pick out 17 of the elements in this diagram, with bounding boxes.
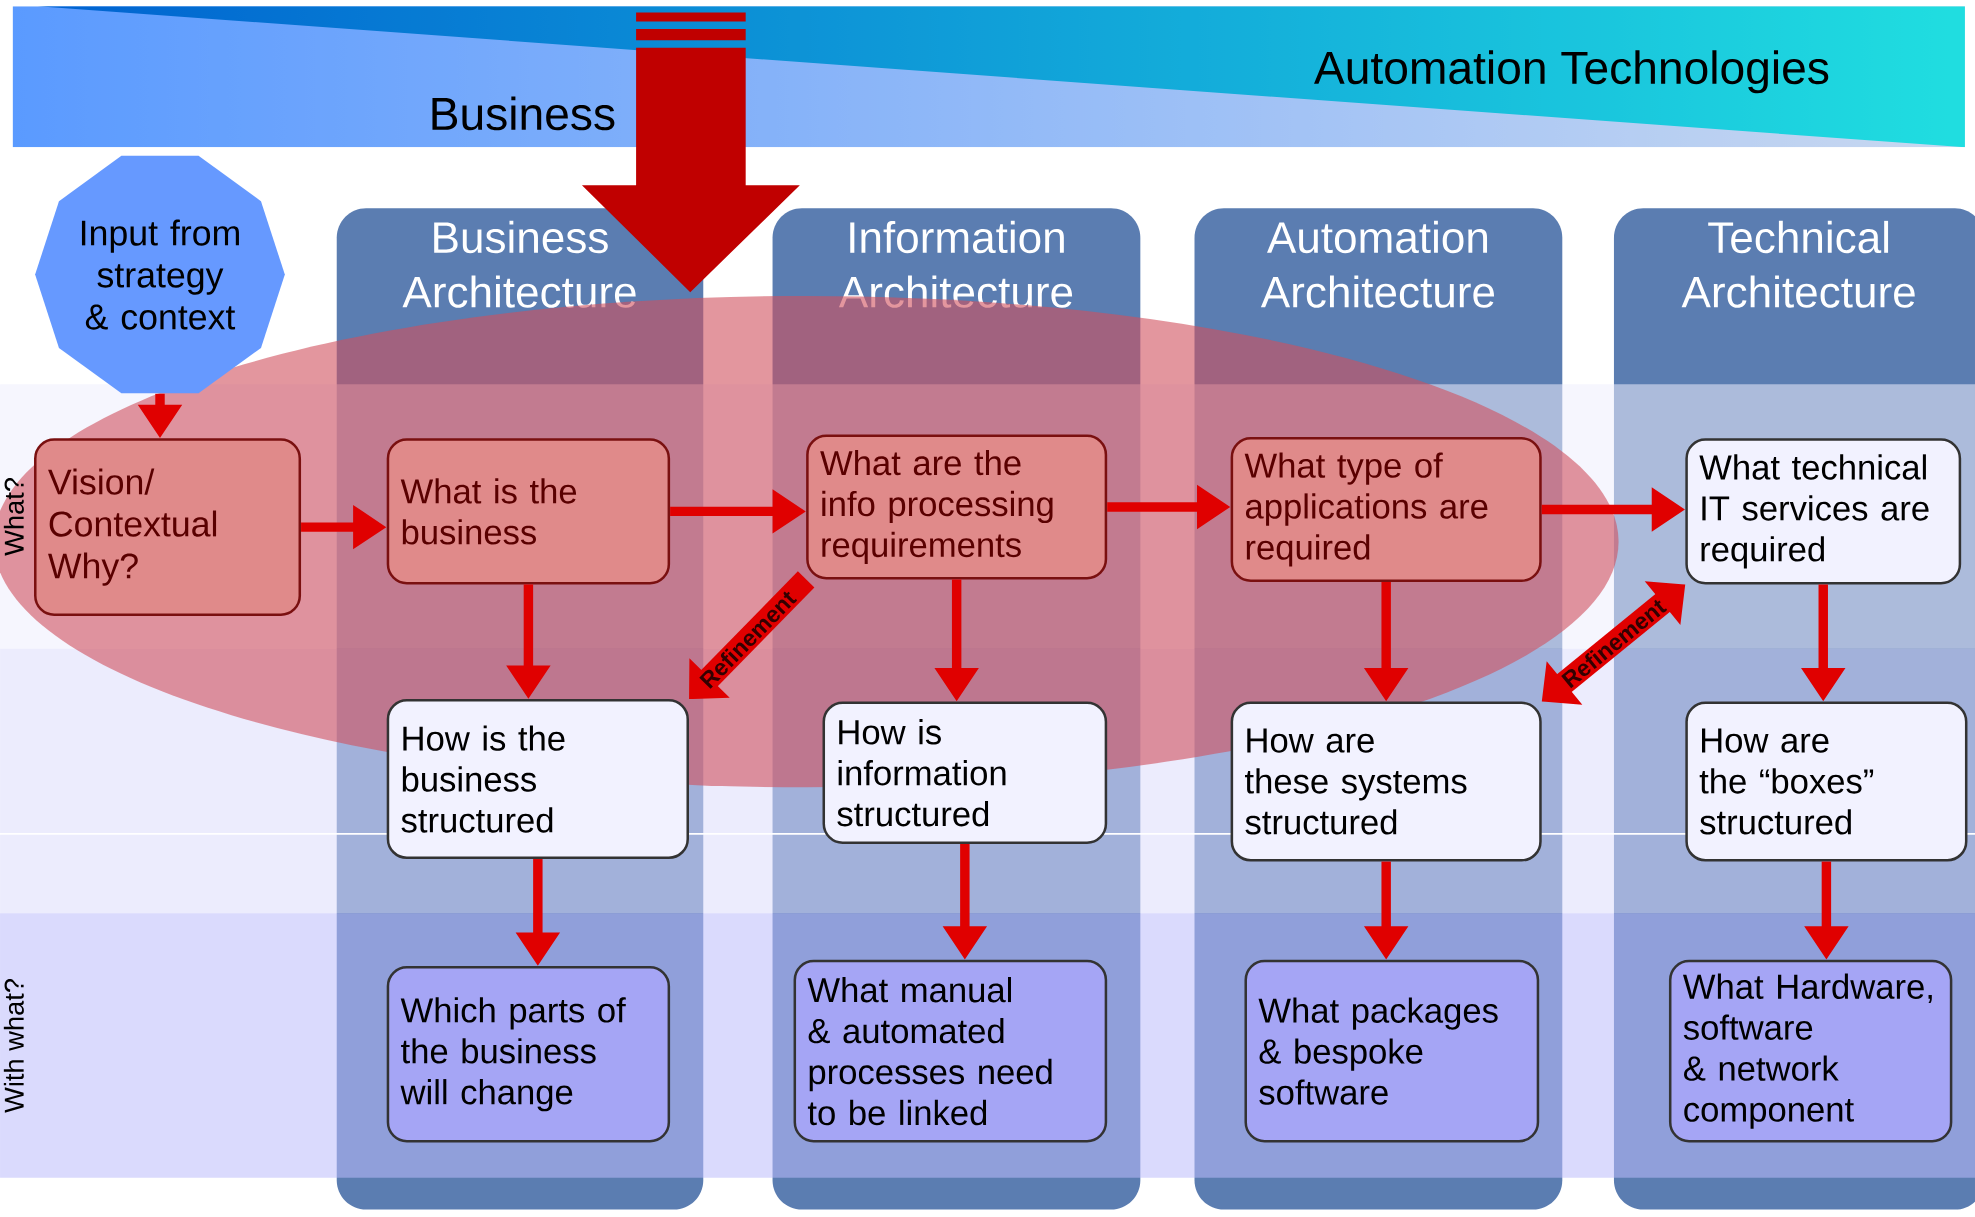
process-box: What Hardware, software & network component (1668, 959, 1953, 1143)
process-box: What technical IT services are required (1685, 438, 1962, 585)
process-box: What manual & automated processes need to be linked (793, 959, 1108, 1143)
decagon: Input from strategy & context (35, 155, 285, 394)
process-box: How is information structured (822, 701, 1108, 845)
row-label: With what? (3, 979, 24, 1113)
process-box: What packages & bespoke software (1244, 959, 1540, 1143)
process-box: What type of applications are required (1230, 437, 1542, 583)
process-box: Vision/ Contextual Why? (34, 438, 302, 617)
process-box: Which parts of the business will change (386, 966, 671, 1143)
banner-title: Automation Technologies (1314, 50, 1829, 94)
process-box: How are these systems structured (1230, 701, 1542, 862)
process-box: How is the business structured (386, 699, 689, 860)
process-box: What is the business (386, 438, 671, 585)
process-box: What are the info processing requirements (806, 434, 1108, 580)
process-box: How are the “boxes” structured (1685, 701, 1968, 862)
banner-title: Business (432, 96, 615, 131)
